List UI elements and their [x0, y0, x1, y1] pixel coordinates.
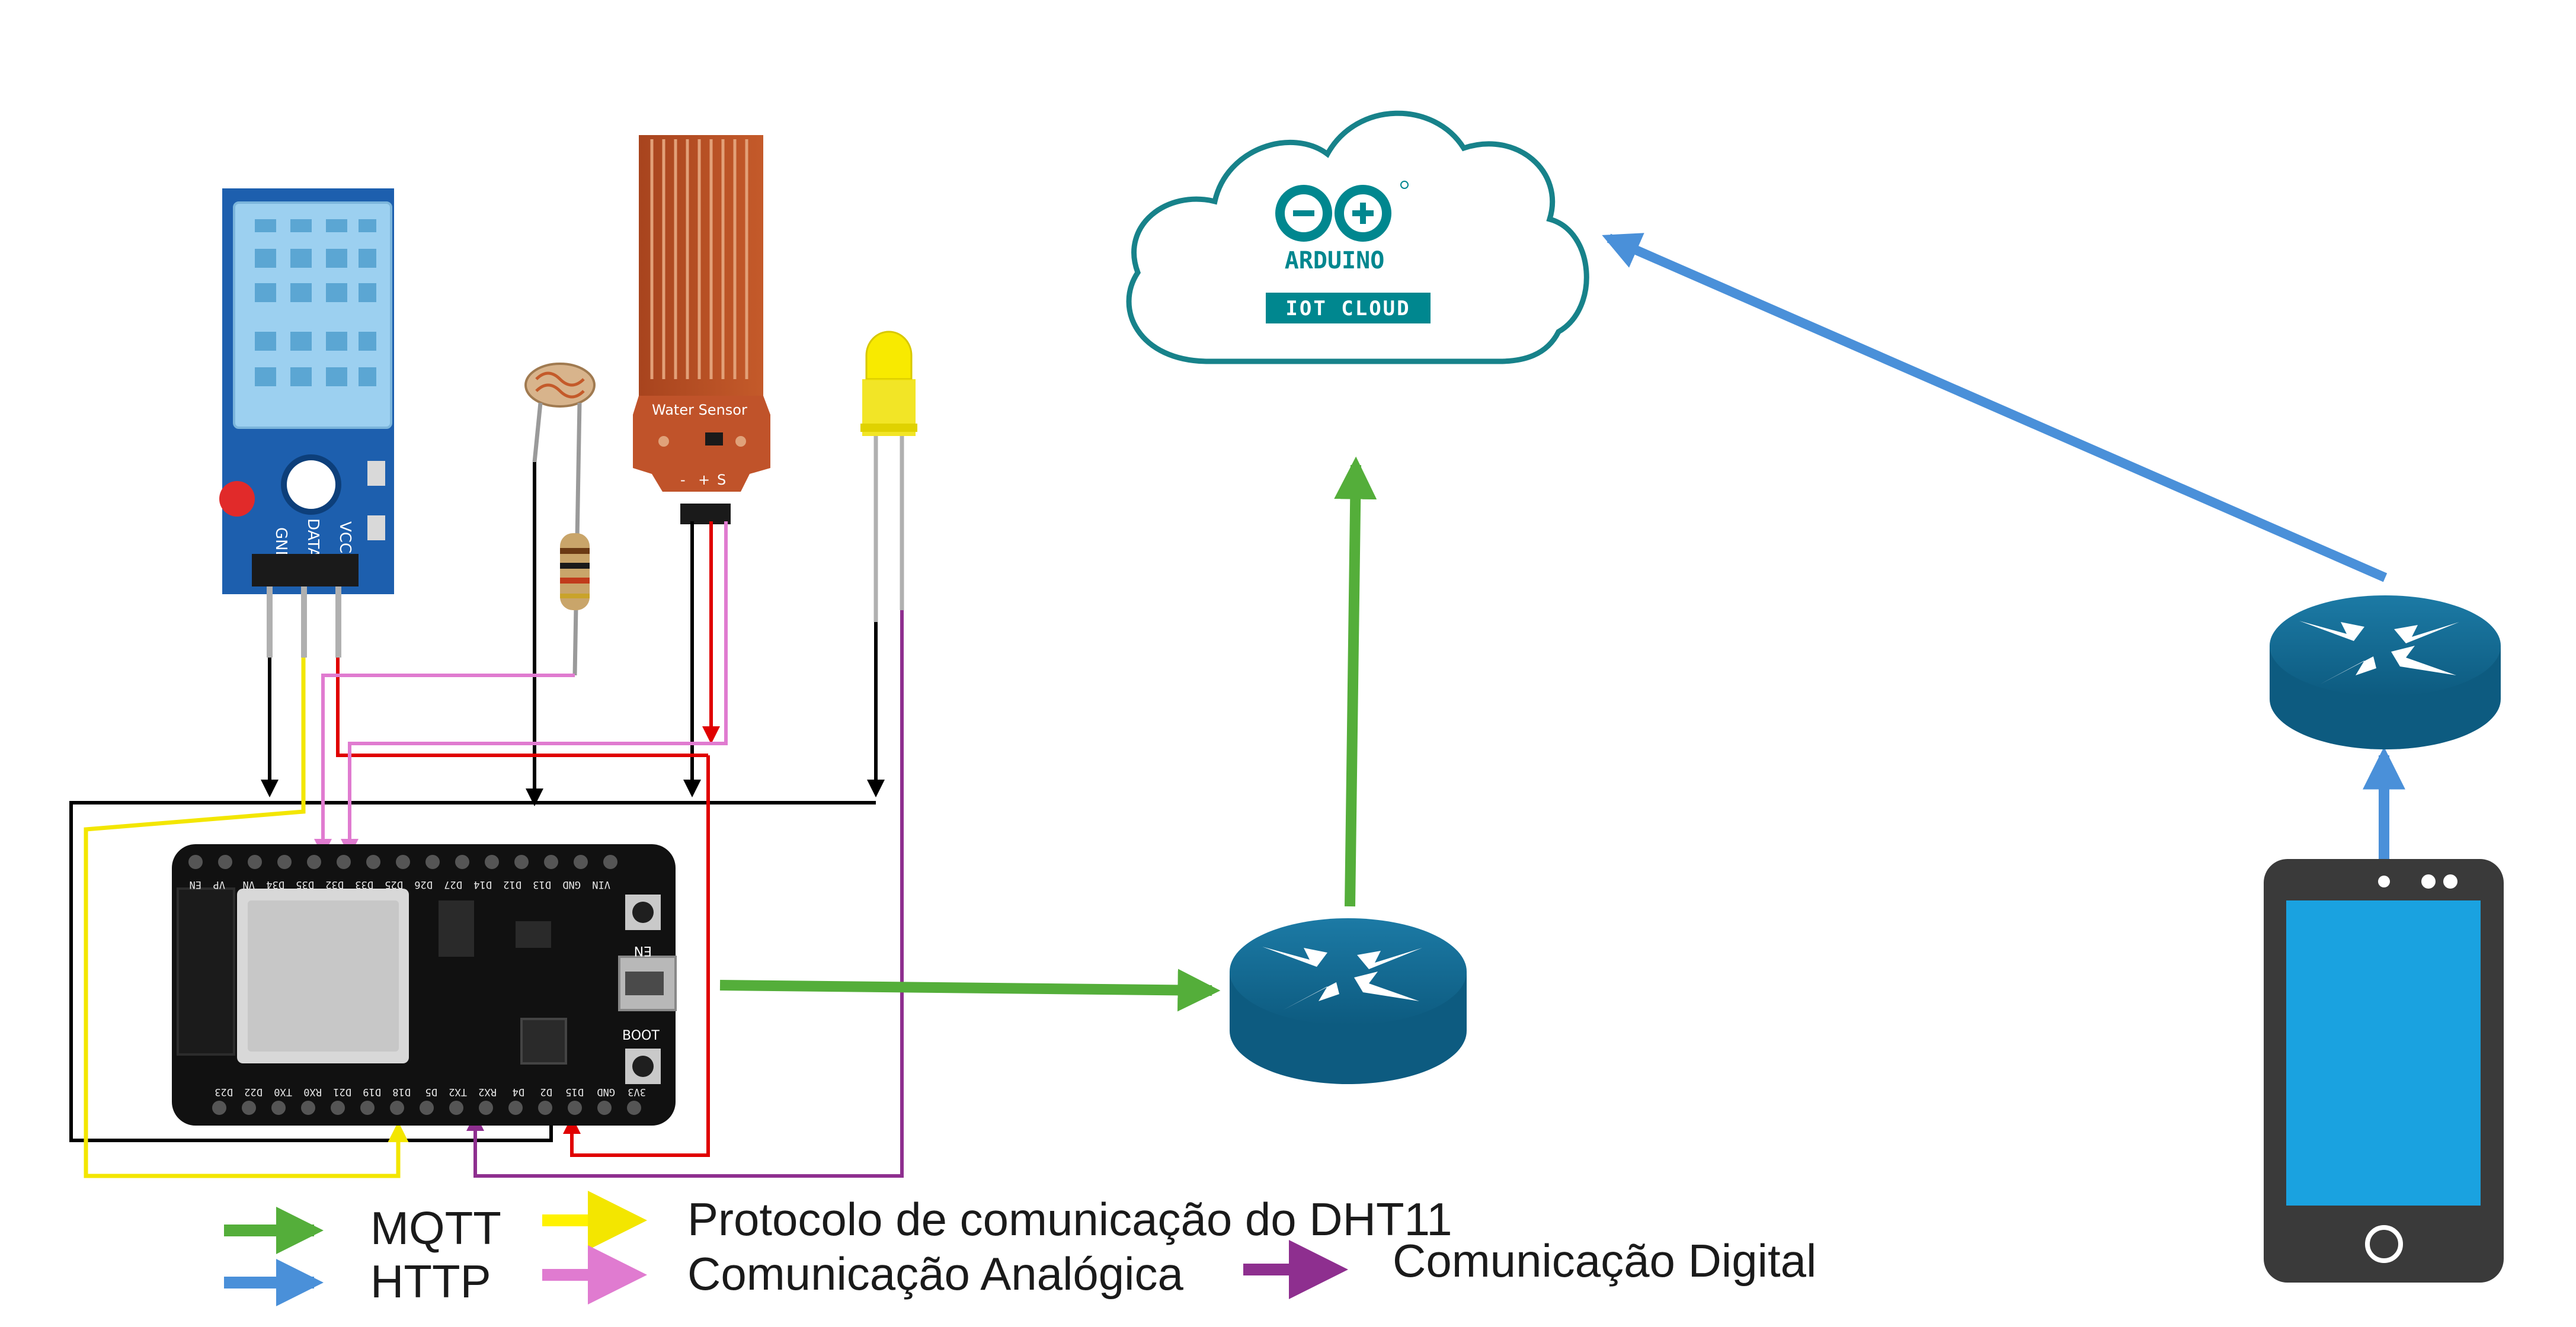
legend-label-mqtt: MQTT [370, 1202, 501, 1254]
legend-item-mqtt: MQTT [224, 1202, 501, 1254]
legend-item-dht11-protocol: Protocolo de comunicação do DHT11 [542, 1191, 1452, 1250]
pin-label: D2 [540, 1086, 552, 1098]
pin-label: D25 [385, 879, 403, 890]
esp32-top-header [188, 855, 617, 869]
esp32-top-pin-labels: VIN GND D13 D12 D14 D27 D26 D25 D33 D32 … [190, 879, 610, 890]
pin-label: EN [190, 879, 201, 890]
legend: MQTT HTTP Protocolo de comunicação do DH… [224, 1191, 1816, 1307]
pin-label: D35 [296, 879, 314, 890]
phone-screen [2286, 900, 2481, 1206]
water-sensor-pin-minus: - [680, 472, 686, 488]
pin-label: D5 [425, 1086, 437, 1098]
legend-label-dht11-protocol: Protocolo de comunicação do DHT11 [687, 1193, 1452, 1245]
legend-label-http: HTTP [370, 1255, 491, 1307]
dht11-sensor-body [233, 201, 392, 429]
water-sensor-pad [639, 135, 763, 396]
esp32-antenna [177, 887, 235, 1056]
legend-item-analog: Comunicação Analógica [542, 1245, 1183, 1304]
pin-label: D13 [533, 879, 551, 890]
pin-label: VN [243, 879, 255, 890]
router-icon [2270, 595, 2501, 749]
esp32-board: VIN GND D13 D12 D14 D27 D26 D25 D33 D32 … [172, 844, 677, 1126]
pin-label: GND [597, 1086, 615, 1098]
pin-label: RX0 [303, 1086, 322, 1098]
dht11-header [252, 554, 359, 586]
pin-label: D23 [215, 1086, 233, 1098]
yellow-led [860, 331, 917, 622]
en-button-label: EN [634, 943, 652, 958]
arduino-logo-icon [1275, 181, 1409, 242]
pin-label: D18 [392, 1086, 411, 1098]
pin-label: D4 [513, 1086, 524, 1098]
cloud-service-badge [1266, 293, 1431, 323]
dht11-led [219, 481, 255, 517]
pin-label: D32 [325, 879, 344, 890]
dht11-mount-hole [281, 454, 341, 515]
pin-label: GND [562, 879, 581, 890]
pin-label: VP [213, 879, 225, 890]
router-icon [1230, 918, 1467, 1084]
pin-label: TX2 [449, 1086, 467, 1098]
resistor [560, 533, 590, 610]
phone-home-button [2365, 1225, 2403, 1263]
cloud-service-label: IOT CLOUD [1285, 297, 1410, 320]
pin-label: D19 [363, 1086, 381, 1098]
legend-item-digital: Comunicação Digital [1243, 1235, 1816, 1299]
water-sensor-pin-s: S [717, 472, 726, 488]
legend-label-digital: Comunicação Digital [1393, 1235, 1816, 1287]
boot-button-label: BOOT [622, 1028, 660, 1043]
esp32-bottom-header [212, 1101, 641, 1115]
water-sensor-label: Water Sensor [652, 402, 747, 418]
pin-label: D21 [333, 1086, 351, 1098]
water-sensor-pin-plus: + [698, 472, 710, 488]
legend-item-http: HTTP [224, 1255, 491, 1307]
esp32-bottom-pin-labels: D23 D22 TX0 RX0 D21 D19 D18 D5 TX2 RX2 D… [215, 1086, 646, 1098]
mqtt-arrow-router-to-cloud [1334, 456, 1377, 907]
cloud-brand-label: ARDUINO [1285, 247, 1385, 274]
http-arrow-router-to-cloud [1602, 233, 2388, 582]
legend-label-analog: Comunicação Analógica [687, 1248, 1183, 1300]
pin-label: RX2 [478, 1086, 497, 1098]
pin-label: 3V3 [628, 1086, 646, 1098]
pin-label: TX0 [274, 1086, 292, 1098]
pin-label: D22 [244, 1086, 263, 1098]
wiring [69, 521, 904, 1178]
water-level-sensor: Water Sensor - + S [633, 135, 770, 524]
dht11-grille [255, 219, 376, 386]
pin-label: VIN [592, 879, 610, 890]
dht11-pin-vcc: VCC [336, 521, 354, 553]
pin-label: D33 [355, 879, 373, 890]
pin-label: D12 [503, 879, 521, 890]
pin-label: D15 [565, 1086, 584, 1098]
dht11-pin-data: DATA [304, 518, 322, 558]
arduino-iot-cloud: ARDUINO IOT CLOUD [1126, 110, 1589, 364]
pin-label: D27 [444, 879, 462, 890]
dht11-sensor-module: GND DATA VCC [219, 188, 394, 658]
pin-label: D14 [473, 879, 492, 890]
pin-label: D34 [266, 879, 284, 890]
smartphone-icon [2264, 859, 2504, 1283]
mqtt-arrow-esp32-to-router [719, 969, 1221, 1012]
pin-label: D26 [414, 879, 433, 890]
